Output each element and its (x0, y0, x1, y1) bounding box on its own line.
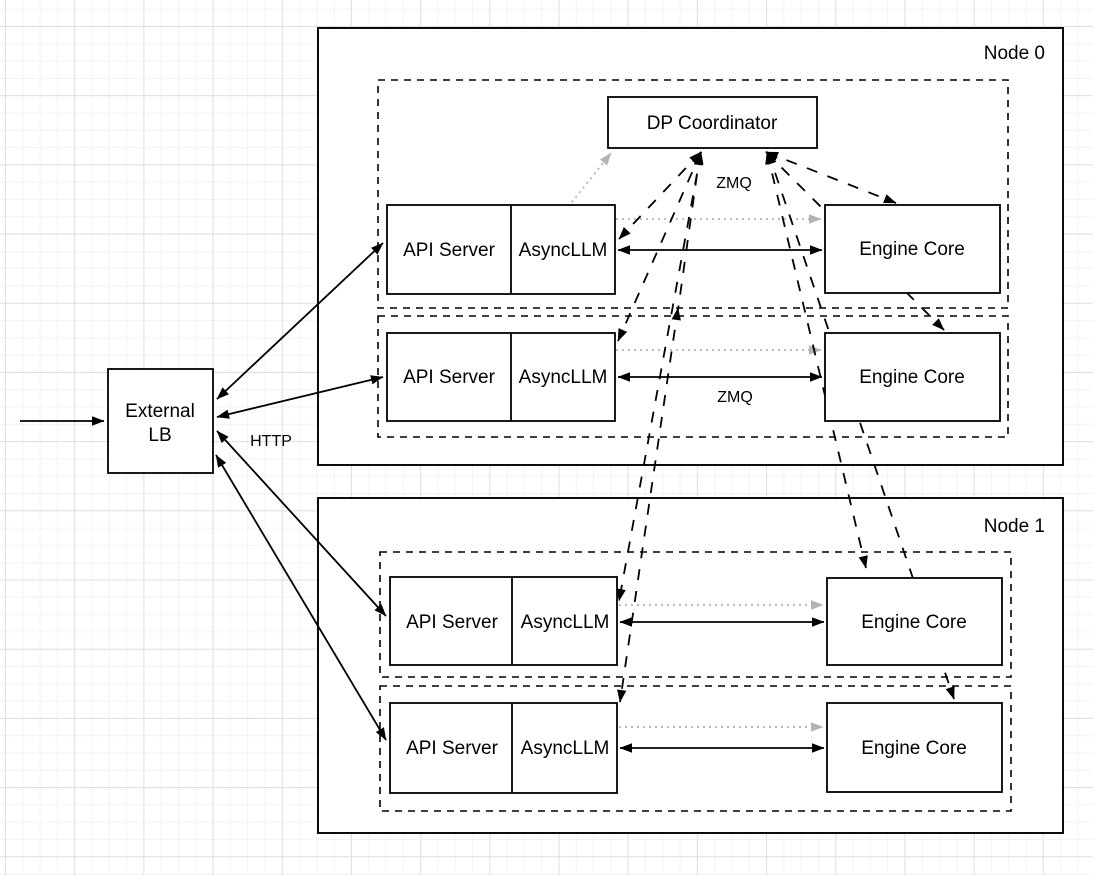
api-async-box-row3 (389, 576, 618, 666)
edge-lb-api-row4 (215, 454, 387, 741)
node0-label: Node 0 (984, 43, 1045, 64)
api-server-label-row2: API Server (403, 367, 496, 388)
async-llm-label-row4: AsyncLLM (521, 738, 610, 759)
node1-label: Node 1 (984, 516, 1045, 537)
dp-coordinator-label: DP Coordinator (647, 113, 778, 134)
engine-core-label-row4: Engine Core (861, 738, 967, 759)
edge-coordinator-async-row4-upper (677, 152, 703, 311)
api-async-box-row1 (386, 204, 616, 295)
engine-core-box-row4 (826, 702, 1003, 793)
async-llm-label-row1: AsyncLLM (519, 240, 608, 261)
async-llm-label-row3: AsyncLLM (521, 612, 610, 633)
engine-core-box-row2 (824, 332, 1001, 422)
edge-coordinator-async-row4-lower (617, 307, 681, 703)
engine-core-box-row3 (826, 577, 1003, 666)
http-label: HTTP (250, 433, 292, 450)
edge-coordinator-engine-row4 (767, 151, 955, 700)
edge-lb-api-row1 (216, 242, 384, 400)
async-llm-label-row2: AsyncLLM (519, 367, 608, 388)
external-lb-label-line1: External (125, 401, 195, 422)
zmq-label-coordinator: ZMQ (716, 175, 752, 192)
node1-replica2-container (379, 685, 1012, 812)
external-lb-box (107, 368, 214, 474)
engine-core-label-row3: Engine Core (861, 612, 967, 633)
zmq-label-engine: ZMQ (717, 389, 753, 406)
api-server-label-row4: API Server (406, 738, 499, 759)
api-async-box-row4 (389, 702, 618, 794)
engine-core-box-row1 (824, 204, 1001, 294)
dp-coordinator-box (607, 96, 818, 149)
api-server-label-row3: API Server (406, 612, 499, 633)
engine-core-label-row2: Engine Core (859, 367, 965, 388)
api-async-box-row2 (386, 332, 616, 422)
engine-core-label-row1: Engine Core (859, 239, 965, 260)
edge-lb-api-row2 (216, 375, 384, 419)
api-server-label-row1: API Server (403, 240, 496, 261)
external-lb-label-line2: LB (148, 425, 171, 446)
